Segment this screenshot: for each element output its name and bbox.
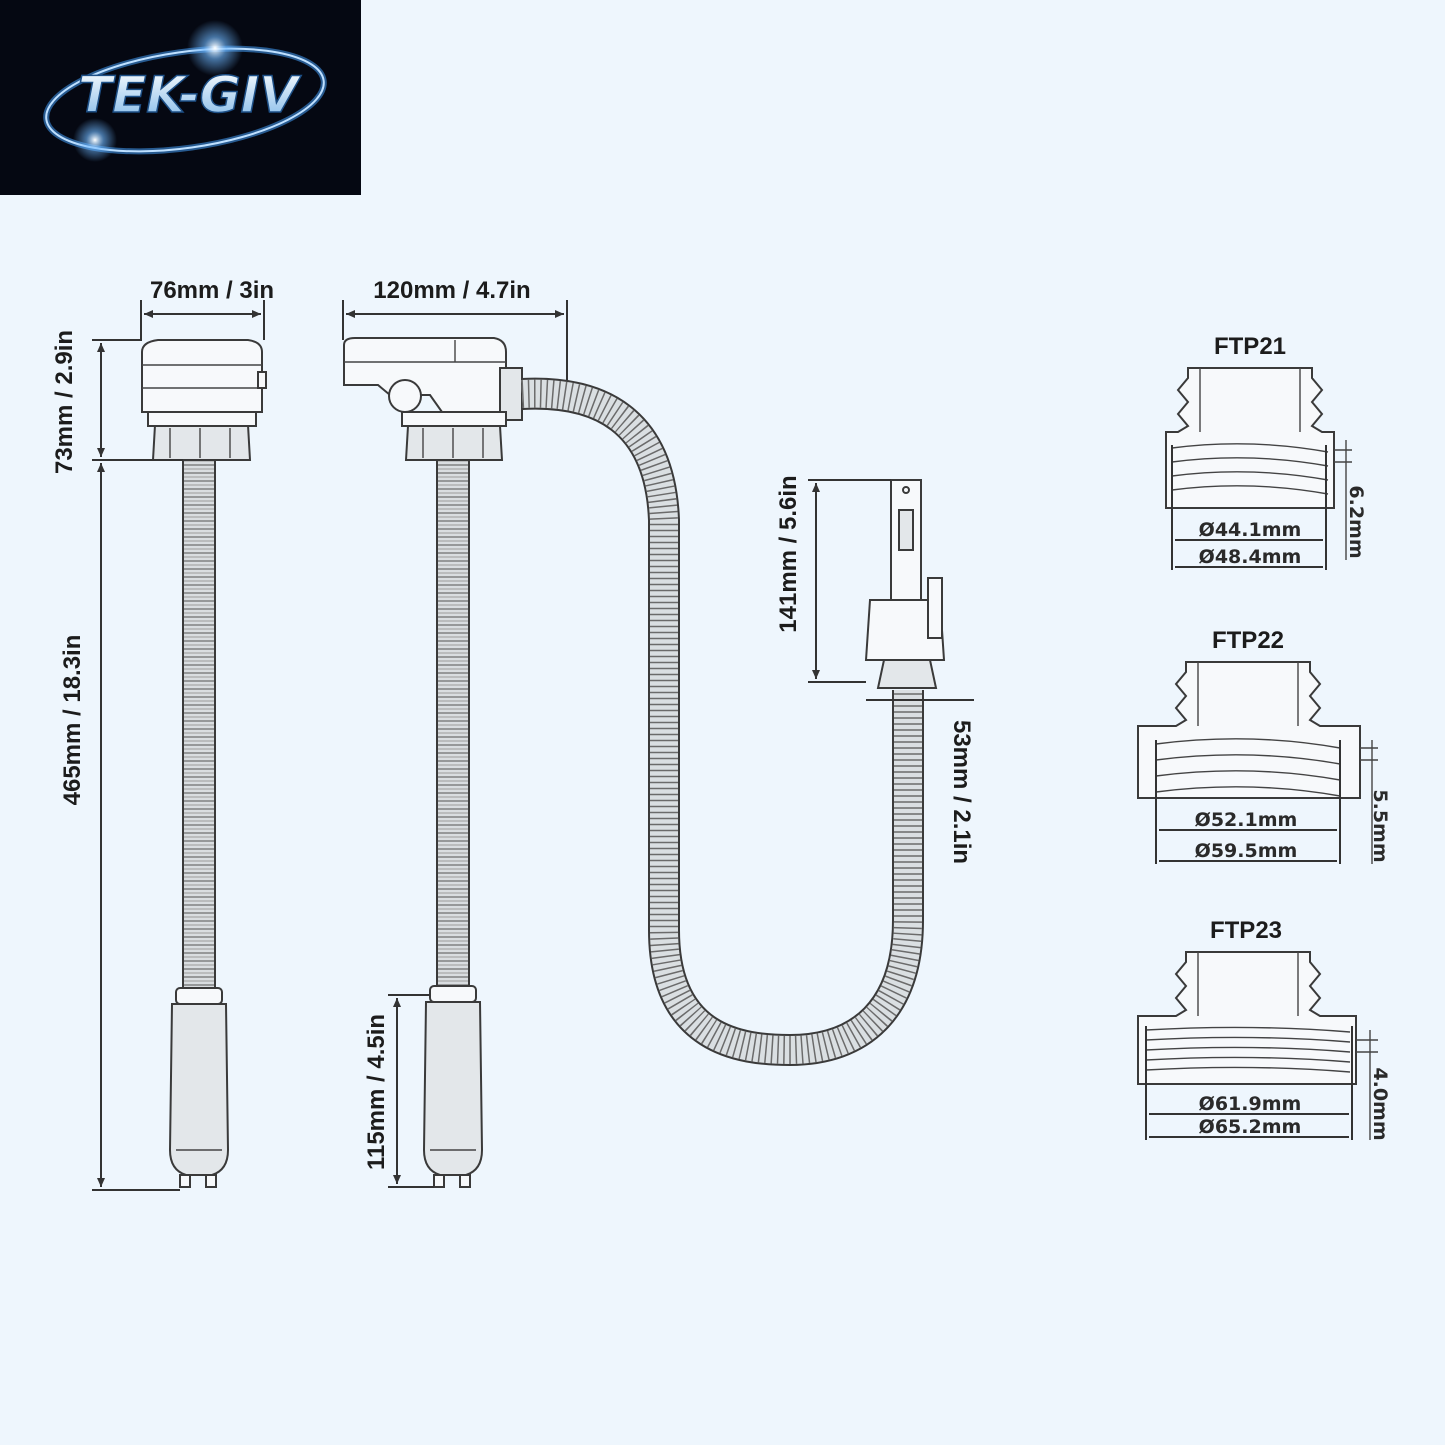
adapter-thread-pitch: 5.5mm xyxy=(1369,789,1391,862)
adapter-ftp21: FTP21 Ø44.1mm Ø48.4mm 6.2mm xyxy=(1165,333,1367,570)
adapter-inner-diameter: Ø44.1mm xyxy=(1199,519,1302,541)
pump-side-view xyxy=(343,337,946,1188)
adapter-outer-diameter: Ø65.2mm xyxy=(1199,1116,1302,1138)
dim-float-length: 115mm / 4.5in xyxy=(363,1014,390,1170)
logo-text: TEK-GIV xyxy=(78,66,301,124)
adapter-ftp23: FTP23 Ø61.9mm Ø65.2mm 4.0mm xyxy=(1137,917,1391,1141)
logo-graphic: TEK-GIV xyxy=(43,20,327,162)
dim-fitting-height: 141mm / 5.6in xyxy=(775,475,802,632)
pump-front-view xyxy=(141,339,267,1188)
adapter-outer-diameter: Ø59.5mm xyxy=(1195,840,1298,862)
adapter-title: FTP23 xyxy=(1210,917,1282,944)
adapter-title: FTP22 xyxy=(1212,627,1284,654)
dimension-lines-front xyxy=(92,300,265,1191)
dimension-lines-side xyxy=(342,300,974,1188)
adapter-inner-diameter: Ø61.9mm xyxy=(1199,1093,1302,1115)
dim-head-height: 73mm / 2.9in xyxy=(51,330,78,474)
dim-top-width-a: 76mm / 3in xyxy=(150,277,274,304)
adapter-ftp22: FTP22 Ø52.1mm Ø59.5mm 5.5mm xyxy=(1137,627,1391,864)
dim-fitting-offset: 53mm / 2.1in xyxy=(948,720,975,864)
adapter-inner-diameter: Ø52.1mm xyxy=(1195,809,1298,831)
adapter-title: FTP21 xyxy=(1214,333,1286,360)
adapter-outer-diameter: Ø48.4mm xyxy=(1199,546,1302,568)
adapter-thread-pitch: 6.2mm xyxy=(1345,485,1367,558)
dim-tube-length: 465mm / 18.3in xyxy=(59,635,86,806)
brand-logo: TEK-GIV xyxy=(0,0,361,195)
dim-top-width-b: 120mm / 4.7in xyxy=(373,277,530,304)
adapter-thread-pitch: 4.0mm xyxy=(1369,1067,1391,1140)
